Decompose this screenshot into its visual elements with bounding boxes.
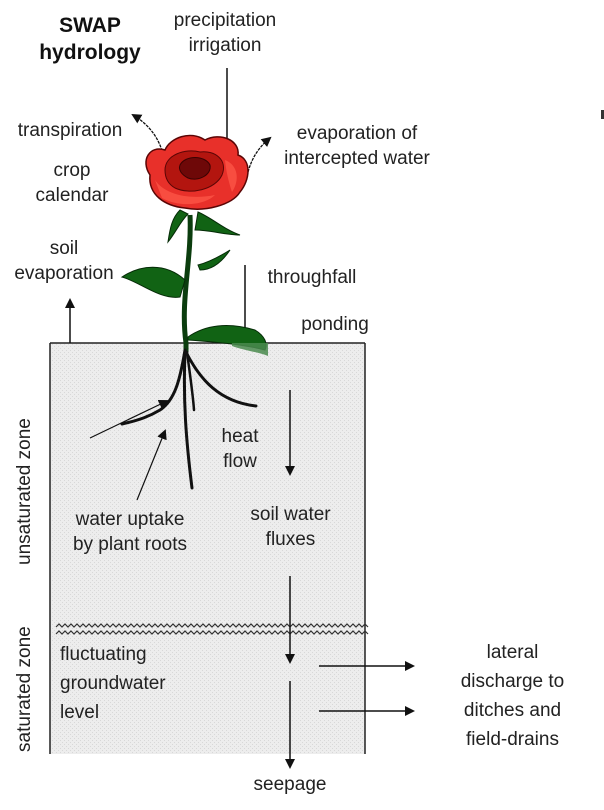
label-throughfall: throughfall — [267, 267, 357, 288]
label-soil-water-fluxes: soil water fluxes — [233, 502, 348, 552]
diagram-title: SWAP hydrology — [30, 12, 150, 66]
label-level-line: level — [60, 702, 100, 723]
label-evap-line-1: evaporation of — [296, 123, 418, 144]
sepal-left — [167, 209, 189, 244]
label-fluctuating-line: fluctuating — [60, 644, 147, 665]
label-crop-calendar: crop calendar — [22, 158, 122, 208]
label-heat-line: heat — [221, 426, 259, 447]
label-evaporation-intercepted: evaporation of intercepted water — [262, 121, 452, 171]
label-fluxes-line: fluxes — [265, 529, 316, 550]
label-plant-roots-line: by plant roots — [72, 534, 188, 555]
label-water-uptake: water uptake by plant roots — [50, 507, 210, 557]
groundwater-table-wave — [55, 623, 369, 628]
label-unsaturated-zone: unsaturated zone — [14, 418, 35, 565]
label-precipitation-line: precipitation — [173, 10, 277, 31]
label-irrigation-line: irrigation — [188, 35, 262, 56]
label-groundwater-level: fluctuating groundwater level — [60, 640, 180, 727]
label-discharge-line: discharge to — [460, 671, 565, 692]
label-crop-line: crop — [53, 160, 91, 181]
ponding-patch — [232, 343, 268, 356]
label-evaporation-line: evaporation — [14, 263, 114, 284]
label-evap-line-2: intercepted water — [284, 148, 430, 169]
rose-flower — [145, 134, 249, 210]
edge-artifact — [601, 110, 604, 119]
label-transpiration: transpiration — [17, 120, 123, 141]
label-soil-water-line: soil water — [250, 504, 331, 525]
label-lateral-line: lateral — [486, 642, 539, 663]
evaporation-intercepted-arrow — [247, 136, 272, 173]
label-soil-evaporation: soil evaporation — [0, 236, 128, 286]
title-line-2: hydrology — [39, 41, 141, 64]
soil-column — [50, 343, 365, 754]
rose-stem — [181, 214, 193, 352]
title-line-1: SWAP — [59, 14, 121, 37]
label-saturated-zone: saturated zone — [14, 626, 35, 752]
label-ponding: ponding — [301, 314, 369, 335]
label-heat-flow: heat flow — [210, 424, 270, 474]
label-flow-line: flow — [223, 451, 257, 472]
transpiration-arrow — [131, 113, 164, 156]
label-groundwater-line: groundwater — [60, 673, 166, 694]
water-uptake-arrow-1 — [89, 399, 169, 439]
leaf-upper — [194, 211, 241, 236]
water-uptake-arrow-2 — [136, 429, 167, 501]
label-calendar-line: calendar — [35, 185, 109, 206]
label-precipitation: precipitation irrigation — [150, 8, 300, 58]
plant-roots — [120, 348, 258, 490]
label-field-drains-line: field-drains — [466, 729, 559, 750]
label-water-uptake-line: water uptake — [75, 509, 185, 530]
label-soil-line: soil — [49, 238, 79, 259]
label-seepage: seepage — [253, 774, 327, 795]
leaf-left — [120, 266, 186, 298]
leaf-mid — [197, 249, 231, 271]
groundwater-table-wave-2 — [55, 630, 369, 635]
label-lateral-discharge: lateral discharge to ditches and field-d… — [440, 638, 585, 754]
label-ditches-line: ditches and — [463, 700, 562, 721]
